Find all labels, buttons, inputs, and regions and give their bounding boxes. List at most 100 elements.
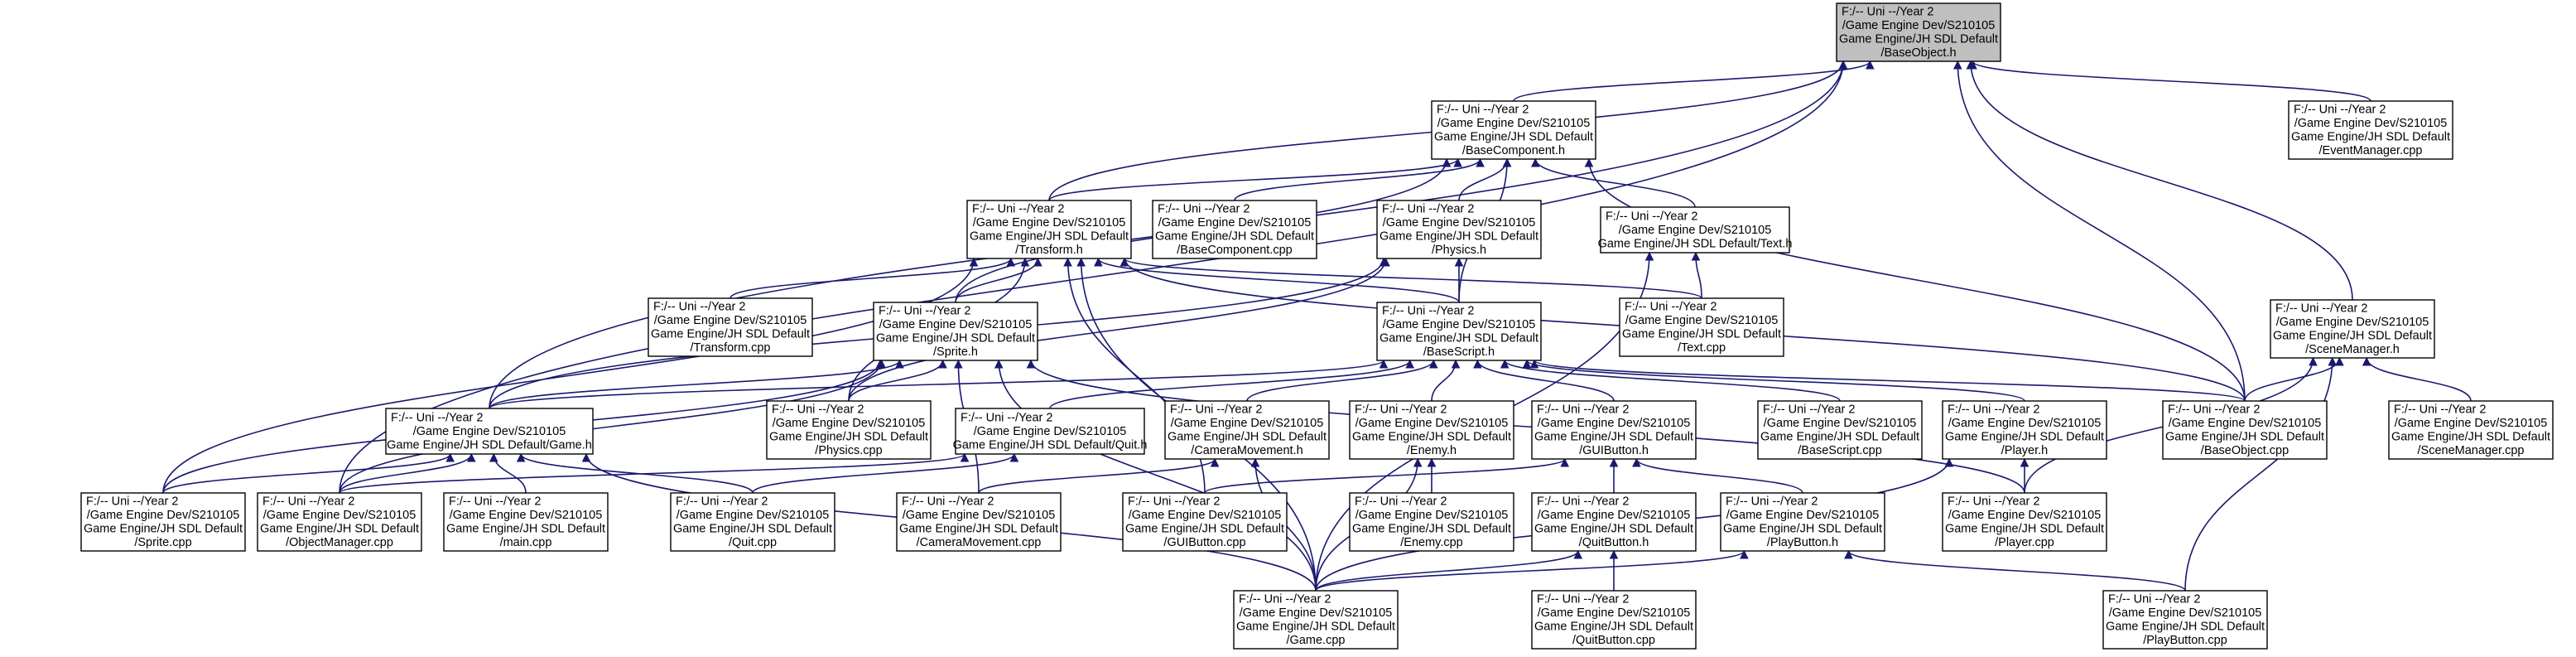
node-label-line: Game Engine/JH SDL Default [1168,431,1327,444]
node-label-line: F:/-- Uni --/Year 2 [1948,403,2039,417]
node-label-line: /Game.cpp [1287,634,1346,647]
node-label-line: F:/-- Uni --/Year 2 [86,495,178,509]
node-guibutton-cpp[interactable]: F:/-- Uni --/Year 2/Game Engine Dev/S210… [1122,492,1288,552]
node-scenemanager-cpp[interactable]: F:/-- Uni --/Year 2/Game Engine Dev/S210… [2388,400,2554,460]
node-basescript-cpp[interactable]: F:/-- Uni --/Year 2/Game Engine Dev/S210… [1757,400,1923,460]
edge-arrowhead [1644,251,1654,261]
edge-arrowhead [960,452,970,462]
node-box [766,400,932,460]
node-game-h[interactable]: F:/-- Uni --/Year 2/Game Engine Dev/S210… [385,408,594,455]
node-box [896,492,1062,552]
edge-quit-cpp-to-quit-h [752,453,1015,494]
node-quitbutton-h[interactable]: F:/-- Uni --/Year 2/Game Engine Dev/S210… [1531,492,1697,552]
edge-playbutton-cpp-to-playbutton-h [1847,550,2186,592]
edge-arrowhead [1522,359,1532,369]
node-main-cpp[interactable]: F:/-- Uni --/Year 2/Game Engine Dev/S210… [443,492,609,552]
node-basecomponent-cpp[interactable]: F:/-- Uni --/Year 2/Game Engine Dev/S210… [1152,200,1317,259]
node-box [955,408,1145,455]
edge-arrowhead [1584,157,1594,167]
edge-arrowhead [1413,457,1423,467]
node-enemy-h[interactable]: F:/-- Uni --/Year 2/Game Engine Dev/S210… [1349,400,1514,460]
node-physics-cpp[interactable]: F:/-- Uni --/Year 2/Game Engine Dev/S210… [766,400,932,460]
edge-arrowhead [969,257,979,267]
edge-arrowhead [1020,257,1030,267]
node-playbutton-cpp[interactable]: F:/-- Uni --/Year 2/Game Engine Dev/S210… [2102,590,2268,650]
node-sprite-cpp[interactable]: F:/-- Uni --/Year 2/Game Engine Dev/S210… [80,492,246,552]
node-label-line: /CameraMovement.cpp [917,536,1042,549]
node-box [80,492,246,552]
node-label-line: /Player.cpp [1995,536,2054,549]
node-basecomponent-h[interactable]: F:/-- Uni --/Year 2/Game Engine Dev/S210… [1431,100,1596,160]
node-transform-h[interactable]: F:/-- Uni --/Year 2/Game Engine Dev/S210… [966,200,1132,259]
node-label-line: Game Engine/JH SDL Default [1236,621,1395,634]
node-label-line: F:/-- Uni --/Year 2 [1726,495,1818,509]
edge-basescript-h-to-transform-h [1097,258,1460,303]
node-baseobject-cpp[interactable]: F:/-- Uni --/Year 2/Game Engine Dev/S210… [2162,400,2328,460]
node-label-line: /Transform.h [1015,244,1083,257]
node-label-line: /Game Engine Dev/S210105 [87,509,240,522]
node-label-line: /Game Engine Dev/S210105 [450,509,603,522]
edge-baseobject-cpp-to-basecomponent-h [1588,158,2246,402]
node-transform-cpp[interactable]: F:/-- Uni --/Year 2/Game Engine Dev/S210… [648,297,813,357]
node-physics-h[interactable]: F:/-- Uni --/Year 2/Game Engine Dev/S210… [1376,200,1542,259]
node-scenemanager-h[interactable]: F:/-- Uni --/Year 2/Game Engine Dev/S210… [2270,299,2435,359]
node-label-line: F:/-- Uni --/Year 2 [1763,403,1855,417]
node-objectmanager-cpp[interactable]: F:/-- Uni --/Year 2/Game Engine Dev/S210… [257,492,422,552]
node-baseobject-h[interactable]: F:/-- Uni --/Year 2/Game Engine Dev/S210… [1836,2,2001,62]
edge-arrowhead [1453,157,1462,167]
edge-arrowhead [445,452,455,462]
edge-arrowhead [1033,257,1042,267]
edge-arrowhead [954,359,963,369]
node-sprite-h[interactable]: F:/-- Uni --/Year 2/Game Engine Dev/S210… [873,302,1038,361]
node-cameramovement-h[interactable]: F:/-- Uni --/Year 2/Game Engine Dev/S210… [1164,400,1330,460]
node-label-line: F:/-- Uni --/Year 2 [1355,403,1447,417]
node-player-cpp[interactable]: F:/-- Uni --/Year 2/Game Engine Dev/S210… [1942,492,2107,552]
node-text-cpp[interactable]: F:/-- Uni --/Year 2/Game Engine Dev/S210… [1619,297,1784,357]
edge-cameramovement-h-to-basescript-h [1246,360,1435,402]
node-playbutton-h[interactable]: F:/-- Uni --/Year 2/Game Engine Dev/S210… [1720,492,1885,552]
edge-arrowhead [2328,356,2338,366]
node-label-line: F:/-- Uni --/Year 2 [1537,593,1629,606]
node-player-h[interactable]: F:/-- Uni --/Year 2/Game Engine Dev/S210… [1942,400,2107,460]
edge-baseobject-cpp-to-scenemanager-h [2244,357,2341,402]
node-label-line: /Game Engine Dev/S210105 [1538,606,1691,620]
node-basescript-h[interactable]: F:/-- Uni --/Year 2/Game Engine Dev/S210… [1376,302,1542,361]
node-enemy-cpp[interactable]: F:/-- Uni --/Year 2/Game Engine Dev/S210… [1349,492,1514,552]
edge-arrowhead [877,359,887,369]
edge-arrowhead [1573,549,1583,559]
node-text-h[interactable]: F:/-- Uni --/Year 2/Game Engine Dev/S210… [1598,206,1793,254]
node-quit-h[interactable]: F:/-- Uni --/Year 2/Game Engine Dev/S210… [953,408,1148,455]
node-label-line: /Sprite.cpp [134,536,191,549]
node-label-line: F:/-- Uni --/Year 2 [1606,210,1697,223]
node-label-line: F:/-- Uni --/Year 2 [2275,302,2367,316]
node-eventmanager-cpp[interactable]: F:/-- Uni --/Year 2/Game Engine Dev/S210… [2288,100,2453,160]
node-quit-cpp[interactable]: F:/-- Uni --/Year 2/Game Engine Dev/S210… [670,492,835,552]
node-label-line: /Game Engine Dev/S210105 [263,509,416,522]
node-label-line: F:/-- Uni --/Year 2 [961,411,1052,424]
edge-arrowhead [581,452,591,462]
node-label-line: /Game Engine Dev/S210105 [1538,509,1691,522]
node-guibutton-h[interactable]: F:/-- Uni --/Year 2/Game Engine Dev/S210… [1531,400,1697,460]
node-label-line: /Text.cpp [1678,341,1726,355]
node-label-line: /Game Engine Dev/S210105 [1171,417,1324,430]
node-label-line: Game Engine/JH SDL Default [1945,431,2104,444]
node-box [1376,302,1542,361]
node-label-line: F:/-- Uni --/Year 2 [391,411,483,424]
node-box [2388,400,2554,460]
node-label-line: /Game Engine Dev/S210105 [2169,417,2322,430]
node-label-line: F:/-- Uni --/Year 2 [1625,301,1717,314]
node-label-line: /SceneManager.cpp [2418,444,2525,457]
node-label-line: /Quit.cpp [729,536,777,549]
edge-arrowhead [1529,359,1539,369]
node-game-cpp[interactable]: F:/-- Uni --/Year 2/Game Engine Dev/S210… [1233,590,1399,650]
edge-arrowhead [1379,257,1389,267]
node-box [1531,590,1697,650]
edge-arrowhead [1026,359,1036,369]
node-quitbutton-cpp[interactable]: F:/-- Uni --/Year 2/Game Engine Dev/S210… [1531,590,1697,650]
node-label-line: Game Engine/JH SDL Default [1352,431,1511,444]
node-label-line: /Game Engine Dev/S210105 [879,318,1033,331]
node-label-line: F:/-- Uni --/Year 2 [1842,6,1933,19]
edge-arrowhead [1442,157,1452,167]
node-label-line: F:/-- Uni --/Year 2 [2294,104,2386,117]
node-cameramovement-cpp[interactable]: F:/-- Uni --/Year 2/Game Engine Dev/S210… [896,492,1062,552]
